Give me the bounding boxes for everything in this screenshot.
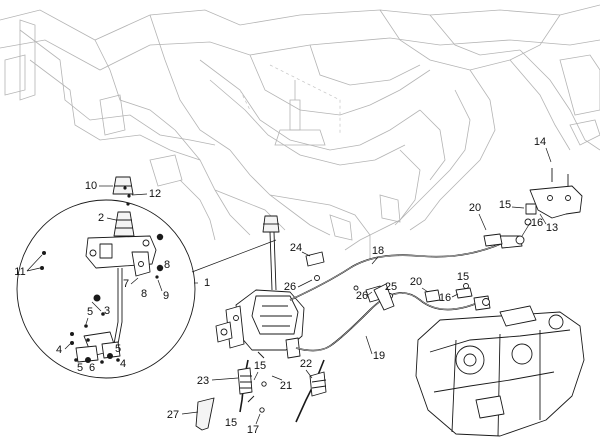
callout-26b: 26 <box>356 290 368 302</box>
shifter-housing <box>215 289 305 359</box>
shift-lever-rod <box>113 268 123 345</box>
callout-12: 12 <box>149 188 161 200</box>
gearbox <box>415 305 585 437</box>
callout-6: 6 <box>89 362 95 374</box>
shift-cable-b <box>295 292 491 352</box>
callout-5c: 5 <box>77 362 83 374</box>
gear-boot <box>113 211 135 237</box>
clip-27 <box>195 397 215 431</box>
callout-23: 23 <box>197 375 209 387</box>
fasteners <box>40 186 164 364</box>
callout-5a: 5 <box>87 306 93 318</box>
gear-knob <box>112 176 134 195</box>
callout-5b: 5 <box>115 343 121 355</box>
bracket-13 <box>529 168 583 219</box>
detail-callout-circle <box>16 199 196 379</box>
callout-9: 9 <box>163 290 169 302</box>
callout-3: 3 <box>104 305 110 317</box>
gear-lever <box>262 215 280 291</box>
shifter-bracket <box>85 235 157 277</box>
callout-7: 7 <box>123 278 129 290</box>
callout-20a: 20 <box>469 202 481 214</box>
callout-16b: 16 <box>439 292 451 304</box>
callout-15b: 15 <box>457 271 469 283</box>
callout-13: 13 <box>546 222 558 234</box>
callout-1: 1 <box>204 277 210 289</box>
detail-leader <box>191 239 277 273</box>
callout-20b: 20 <box>410 276 422 288</box>
callout-22: 22 <box>300 358 312 370</box>
callout-4a: 4 <box>56 344 62 356</box>
callout-11: 11 <box>14 266 25 278</box>
small-parts <box>247 203 537 413</box>
callout-27: 27 <box>167 409 179 421</box>
callout-14: 14 <box>534 136 546 148</box>
callout-10: 10 <box>85 180 97 192</box>
callout-18: 18 <box>372 245 384 257</box>
callout-4b: 4 <box>120 358 126 370</box>
detail-circle <box>16 199 277 379</box>
callout-15a: 15 <box>499 199 511 211</box>
callout-labels: 10 12 2 11 8 7 8 9 1 3 5 4 5 5 6 4 14 13… <box>14 136 558 436</box>
callout-21: 21 <box>280 380 292 392</box>
callout-16a: 16 <box>531 217 543 229</box>
cable-lower <box>237 359 327 423</box>
chassis-frame <box>0 4 600 260</box>
callout-15c: 15 <box>254 360 266 372</box>
callout-17: 17 <box>247 424 259 436</box>
callout-19: 19 <box>373 350 385 362</box>
callout-8b: 8 <box>141 288 147 300</box>
callout-24: 24 <box>290 242 302 254</box>
callout-15d: 15 <box>225 417 237 429</box>
shift-cable-a <box>289 235 525 301</box>
callout-26a: 26 <box>284 281 296 293</box>
callout-25: 25 <box>385 281 397 293</box>
callout-8a: 8 <box>164 259 170 271</box>
lower-bracket <box>75 331 121 363</box>
callout-2: 2 <box>98 212 104 224</box>
